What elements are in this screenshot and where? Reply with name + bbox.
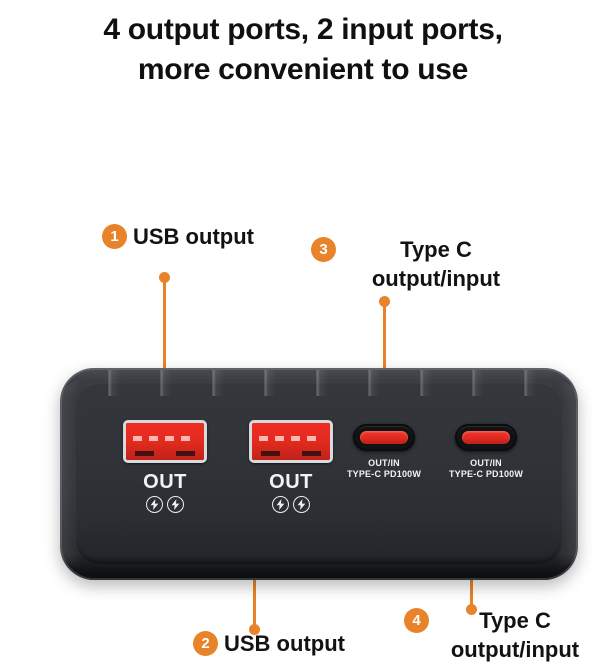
callout-2-label: USB output [224, 629, 345, 658]
device-top-texture [86, 370, 552, 396]
callout-2-badge: 2 [193, 631, 218, 656]
usb-port-1-contacts [133, 436, 197, 441]
callout-4-badge: 4 [404, 608, 429, 633]
fast-charge-icon [272, 496, 289, 513]
usb-port-2-slot-right [302, 451, 321, 456]
usbc-port-1-caption: OUT/IN TYPE-C PD100W [332, 458, 436, 480]
power-bank-device: OUT OUT [60, 368, 578, 580]
fast-charge-icon [146, 496, 163, 513]
callout-3-label: Type C output/input [327, 235, 545, 293]
usb-port-1-interior [126, 423, 204, 460]
usb-port-2-interior [252, 423, 330, 460]
callout-3-label-line-2: output/input [371, 266, 501, 291]
usbc-port-2-caption-line-1: OUT/IN [470, 458, 502, 468]
leader-dot-callout-1 [159, 272, 170, 283]
leader-dot-callout-4 [466, 604, 477, 615]
usbc-port-1-caption-line-1: OUT/IN [368, 458, 400, 468]
fast-charge-icon [293, 496, 310, 513]
usbc-port-1-caption-line-2: TYPE-C PD100W [346, 469, 422, 479]
usb-port-2-slot-left [261, 451, 280, 456]
callout-1-badge: 1 [102, 224, 127, 249]
device-front-face [76, 382, 562, 564]
usb-port-1-caption: OUT [143, 471, 187, 493]
title-line-1: 4 output ports, 2 input ports, [103, 13, 503, 46]
usbc-port-2-interior [462, 431, 510, 444]
usb-port-1-slot-right [176, 451, 195, 456]
usb-port-2[interactable] [249, 420, 333, 463]
page-title: 4 output ports, 2 input ports, more conv… [0, 10, 606, 90]
usb-port-1-badges [146, 496, 184, 513]
usb-port-2-badges [272, 496, 310, 513]
leader-dot-callout-3 [379, 296, 390, 307]
device-left-edge [60, 380, 82, 568]
usb-port-1[interactable] [123, 420, 207, 463]
usb-port-2-caption: OUT [269, 471, 313, 493]
callout-2-label-line-1: USB output [224, 631, 345, 656]
callout-4-label-line-1: Type C [479, 608, 551, 633]
callout-1-label: USB output [133, 222, 254, 251]
title-line-2: more convenient to use [137, 53, 469, 86]
callout-4-label-line-2: output/input [450, 637, 580, 662]
usbc-port-1[interactable] [353, 424, 415, 451]
device-bottom-shadow [60, 554, 578, 580]
usb-port-2-contacts [259, 436, 323, 441]
usbc-port-2[interactable] [455, 424, 517, 451]
callout-4-label: Type C output/input [420, 606, 606, 664]
fast-charge-icon [167, 496, 184, 513]
usbc-port-1-interior [360, 431, 408, 444]
device-right-edge [556, 380, 578, 568]
usbc-port-2-caption: OUT/IN TYPE-C PD100W [434, 458, 538, 480]
callout-3-badge: 3 [311, 237, 336, 262]
leader-dot-callout-2 [249, 624, 260, 635]
callout-1-label-line-1: USB output [133, 224, 254, 249]
usb-port-1-slot-left [135, 451, 154, 456]
usbc-port-2-caption-line-2: TYPE-C PD100W [448, 469, 524, 479]
leader-line-callout-1 [163, 281, 166, 436]
callout-3-label-line-1: Type C [400, 237, 472, 262]
